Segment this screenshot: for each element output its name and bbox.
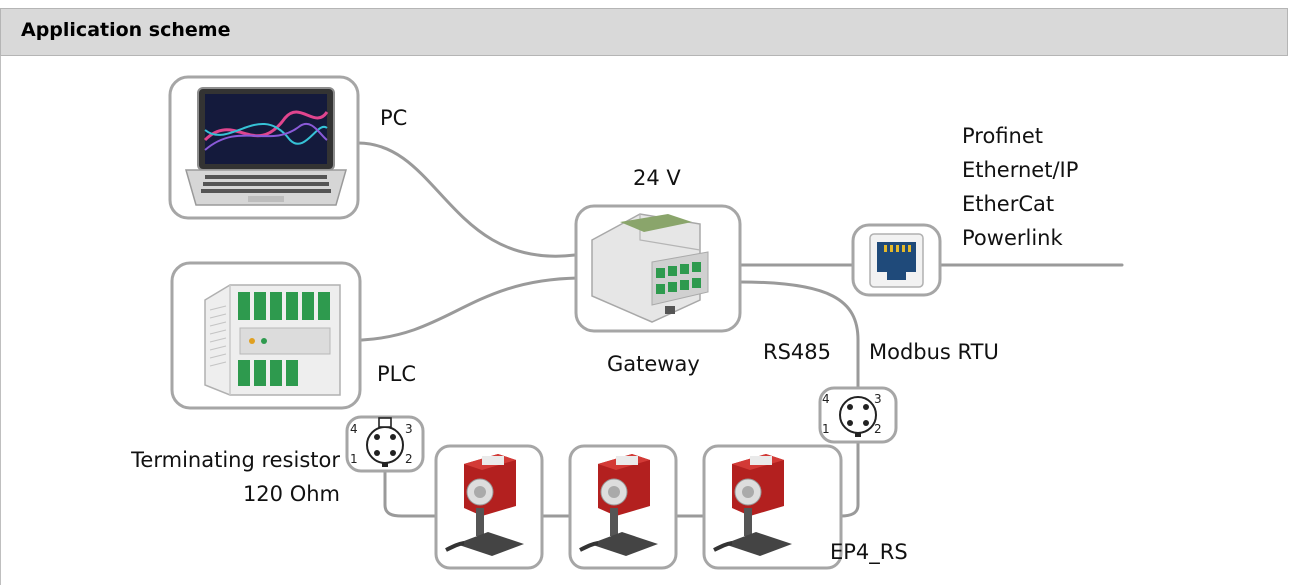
terminator-pin-4: 4 [350,422,358,436]
cable-pc-gateway [356,141,577,258]
sensor-1-icon [434,444,544,570]
cable-m12-sensor3 [839,438,860,518]
voltage-label: 24 V [633,166,681,190]
gateway-icon [574,204,742,333]
gateway-label: Gateway [607,352,700,376]
sensor-label: EP4_RS [830,540,908,564]
m12-connector-icon [818,386,898,444]
protocol-powerlink: Powerlink [962,226,1063,250]
terminator-label: Terminating resistor [131,448,340,472]
protocol-ethercat: EtherCat [962,192,1055,216]
terminator-pin-3: 3 [405,422,413,436]
panel-title: Application scheme [21,19,231,41]
pc-label: PC [380,106,408,130]
m12-pin-2: 2 [874,422,882,436]
terminator-pin-1: 1 [350,452,358,466]
protocol-ethernet-ip: Ethernet/IP [962,158,1079,182]
cable-plc-gateway [360,276,580,342]
m12-pin-1: 1 [822,422,830,436]
terminating-resistor-icon [345,415,425,473]
m12-pin-4: 4 [822,392,830,406]
terminator-value-label: 120 Ohm [242,482,340,506]
pc-laptop-icon [168,75,360,220]
rj45-port-icon [851,223,942,297]
plc-label: PLC [377,362,417,386]
m12-pin-3: 3 [874,392,882,406]
protocol-profinet: Profinet [962,124,1044,148]
rs485-label: RS485 [763,340,832,364]
panel-border [0,56,1,585]
panel-header: Application scheme [0,8,1288,56]
cable-terminator-sensor1 [383,469,438,518]
terminator-pin-2: 2 [405,452,413,466]
sensor-2-icon [568,444,678,570]
sensor-3-icon [702,444,843,570]
plc-icon [170,261,362,410]
cable-gateway-rs485 [738,280,860,390]
modbus-label: Modbus RTU [869,340,999,364]
